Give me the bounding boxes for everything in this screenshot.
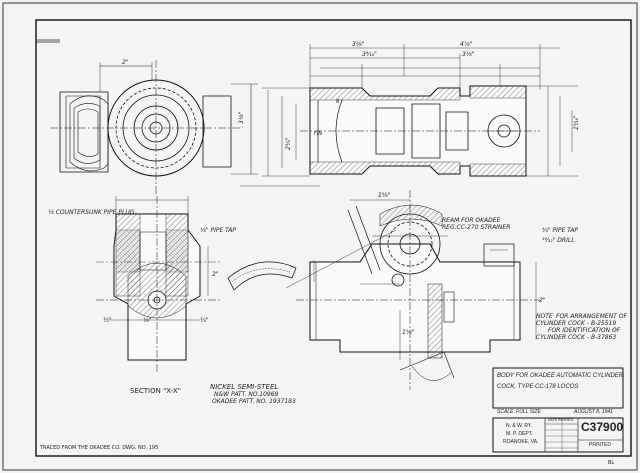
dim-top-mid2: 3⅛": [462, 51, 475, 58]
drill-upper-note: ¹⁹⁄₃₂" DRILL: [542, 237, 575, 244]
dim-top-overall: 3⅝": [352, 41, 365, 48]
dim-side-top: 1⅝": [378, 192, 391, 199]
material-line1: NICKEL SEMI-STEEL: [210, 383, 279, 391]
dim-section-height: 2": [212, 271, 219, 278]
dim-half: ½": [103, 317, 112, 324]
dim-top-right: 4⅞": [460, 41, 473, 48]
side-elevation: [227, 190, 540, 390]
end-view: [50, 60, 258, 196]
note-line2: CYLINDER COCK - B-25519: [536, 320, 617, 327]
dim-eighth: ⅛": [143, 317, 152, 324]
inner-border: [35, 19, 632, 457]
radius-label: R: [336, 99, 340, 105]
printed-stamp: PRINTED: [589, 442, 611, 448]
dim-left-top-width: 2": [122, 59, 129, 66]
title-line2: COCK, TYPE CC-178 LOCOS: [497, 384, 579, 390]
longitudinal-section: [240, 44, 578, 187]
pipe-tap-upper-note: ¾" PIPE TAP: [542, 227, 579, 234]
dim-side-height: 2": [539, 297, 546, 304]
pipe-tap-left-note: ⅛" PIPE TAP: [200, 227, 237, 234]
note-title: NOTE: [536, 313, 553, 320]
ream-note-line1: REAM FOR OKADEE: [442, 217, 501, 224]
countersunk-note: ⅛ COUNTERSUNK PIPE PLUG: [48, 209, 135, 216]
city-label: ROANOKE, VA.: [503, 439, 539, 445]
title-block: [492, 367, 624, 453]
dim-quarter: ¼": [200, 317, 209, 324]
note-line4: CYLINDER COCK - B-37863: [536, 334, 617, 341]
dim-mid-height: 2¾": [285, 137, 292, 150]
dept-label: M. P. DEPT.: [506, 431, 533, 437]
material-line3: OKADEE PATT. NO. 1937183: [212, 398, 296, 405]
fin-label: FIN: [314, 131, 323, 137]
note-line1: FOR ARRANGEMENT OF: [556, 313, 627, 320]
title-line1: BODY FOR OKADEE AUTOMATIC CYLINDER: [497, 373, 624, 379]
date-label: AUGUST 8, 1941: [574, 409, 613, 415]
drawing-number: C37900: [581, 420, 624, 434]
note-line3: FOR IDENTIFICATION OF: [548, 327, 621, 334]
traced-from-note: TRACED FROM THE OKADEE CO. DWG. NO. 195: [40, 445, 159, 451]
date-revised-header: DATE REVISED: [548, 418, 574, 422]
dim-top-mid: 3⁹⁄₁₆": [362, 51, 377, 58]
dim-right-height: 1⁵⁄₁₆": [573, 115, 580, 130]
material-line2: N&W PATT. NO.10969: [214, 391, 279, 398]
corner-mark: BL: [608, 460, 615, 466]
scale-label: SCALE: FULL SIZE: [497, 409, 541, 415]
ream-note-line2: REG.CC-270 STRAINER: [442, 224, 511, 231]
dim-side-height2: 1⅝": [402, 329, 415, 336]
dim-left-height: 3⅛": [238, 111, 245, 124]
section-label: SECTION "X-X": [130, 387, 181, 395]
section-x-x: [96, 196, 220, 372]
railway-label: N. & W. RY.: [506, 423, 532, 429]
